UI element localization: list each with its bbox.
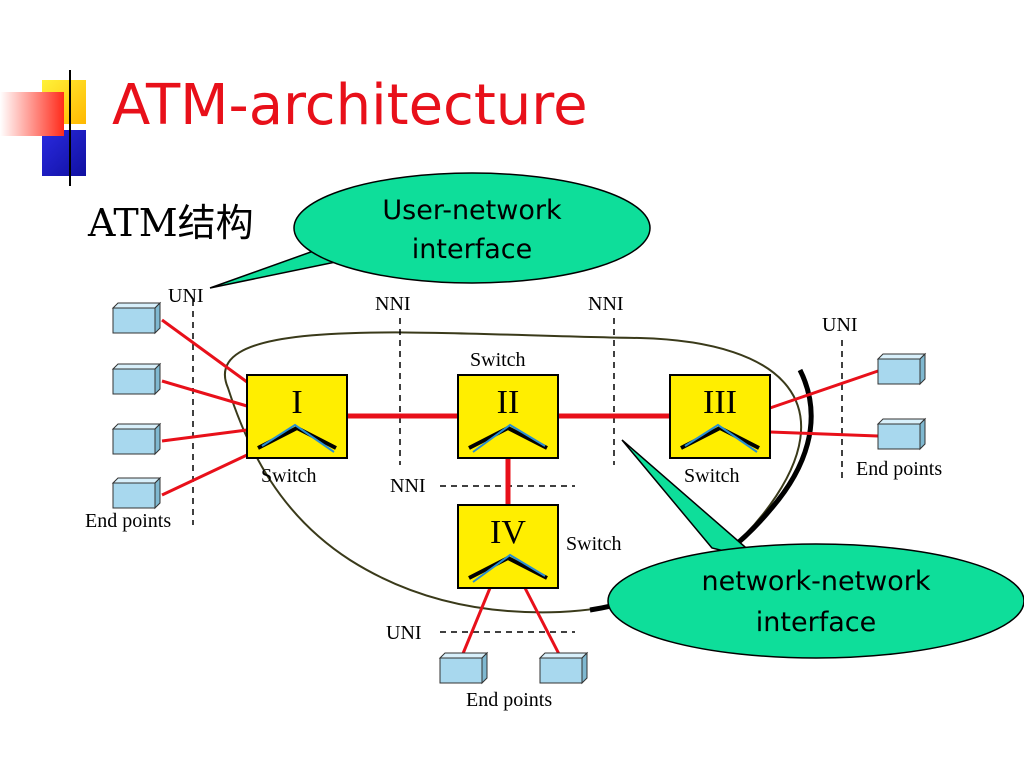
- links: [161, 318, 879, 657]
- link-s3-ep5: [769, 369, 879, 410]
- switch-iv-numeral: IV: [490, 514, 526, 551]
- uni-label-bottom: UNI: [386, 622, 422, 644]
- blue-square: [42, 130, 86, 176]
- switch-ii-label: Switch: [470, 349, 526, 371]
- switch-ii-icon: [468, 425, 548, 450]
- endpoint-box: [438, 651, 489, 685]
- uni-label-right: UNI: [822, 314, 858, 336]
- endpoint-box: [111, 362, 162, 396]
- endpoints-label-left: End points: [85, 510, 171, 532]
- uni-callout-line2: interface: [412, 234, 532, 265]
- red-square: [0, 92, 64, 136]
- link-s4-ep7: [460, 587, 492, 657]
- endpoints-label-bottom: End points: [466, 689, 552, 711]
- switch-iii-label: Switch: [684, 465, 740, 487]
- switch-iii-numeral: III: [703, 384, 737, 421]
- endpoint-box: [111, 476, 162, 510]
- link-s4-ep8: [523, 587, 562, 657]
- switch-ii-numeral: II: [497, 384, 520, 421]
- endpoints: [111, 301, 927, 685]
- slide-title: ATM-architecture: [112, 73, 588, 138]
- switch-i-label: Switch: [261, 465, 317, 487]
- nni-label-lower: NNI: [390, 475, 426, 497]
- link-ep2-s1: [161, 379, 248, 408]
- endpoint-box: [111, 422, 162, 456]
- uni-label-left: UNI: [168, 285, 204, 307]
- endpoint-box: [538, 651, 589, 685]
- switch-iv-label: Switch: [566, 533, 622, 555]
- endpoint-box: [111, 301, 162, 335]
- link-ep4-s1: [161, 453, 248, 497]
- switch-iv-icon: [468, 555, 548, 580]
- switch-i-numeral: I: [291, 384, 302, 421]
- endpoint-box: [876, 417, 927, 451]
- nni-callout-line1: network-network: [701, 566, 930, 597]
- endpoint-box: [876, 352, 927, 386]
- nni-callout-line2: interface: [756, 607, 876, 638]
- nni-label-2: NNI: [588, 293, 624, 315]
- subtitle: ATM结构: [88, 201, 254, 245]
- link-ep1-s1: [161, 318, 248, 384]
- uni-callout-line1: User-network: [382, 195, 562, 226]
- link-ep3-s1: [161, 428, 248, 443]
- nni-callout: network-network interface: [607, 439, 1024, 659]
- link-s3-ep6: [769, 430, 879, 438]
- uni-callout: User-network interface: [209, 172, 651, 289]
- switch-iv: IV: [457, 504, 559, 589]
- switch-ii: II: [457, 374, 559, 459]
- endpoints-label-right: End points: [856, 458, 942, 480]
- nni-label-1: NNI: [375, 293, 411, 315]
- switch-i: I: [246, 374, 348, 459]
- switch-iii: III: [669, 374, 771, 459]
